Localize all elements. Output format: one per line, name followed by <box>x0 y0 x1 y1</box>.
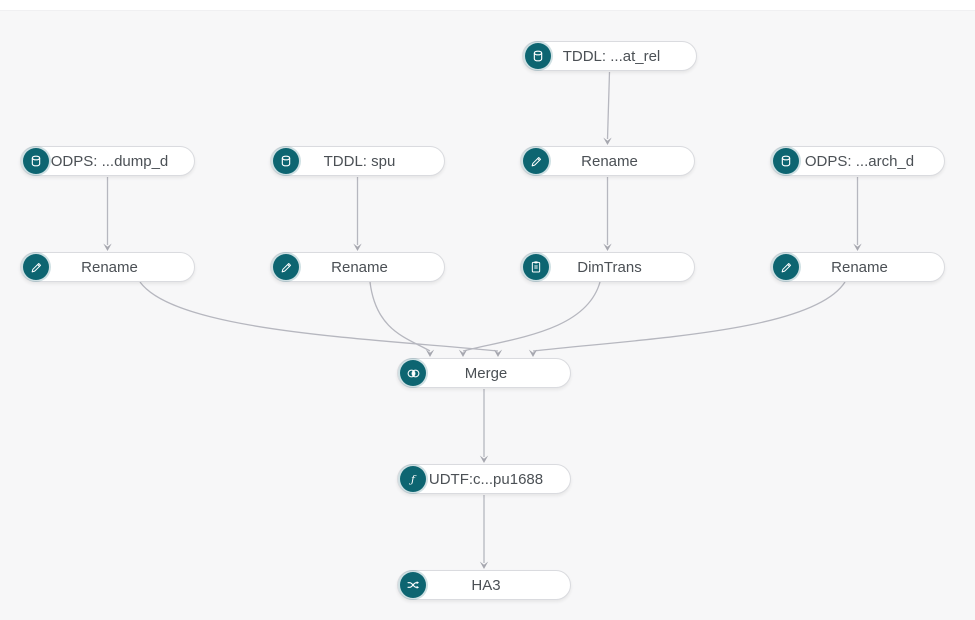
node-udtf[interactable]: ƒ UDTF:c...pu1688 <box>397 464 571 494</box>
shuffle-icon <box>400 572 426 598</box>
node-merge[interactable]: Merge <box>397 358 571 388</box>
node-rename_d[interactable]: Rename <box>770 252 945 282</box>
pencil-icon <box>523 148 549 174</box>
node-label: Merge <box>464 364 508 382</box>
node-src_odps_arch[interactable]: ODPS: ...arch_d <box>770 146 945 176</box>
pencil-icon <box>773 254 799 280</box>
database-icon <box>23 148 49 174</box>
node-src_tddl_spu[interactable]: TDDL: spu <box>270 146 445 176</box>
node-rename_b[interactable]: Rename <box>270 252 445 282</box>
database-icon <box>773 148 799 174</box>
clipboard-icon <box>523 254 549 280</box>
node-rename_mid[interactable]: Rename <box>520 146 695 176</box>
node-label: Rename <box>81 258 138 276</box>
function-icon: ƒ <box>400 466 426 492</box>
node-label: TDDL: spu <box>323 152 396 170</box>
node-label: Rename <box>831 258 888 276</box>
node-label: TDDL: ...at_rel <box>562 47 661 65</box>
merge-icon <box>400 360 426 386</box>
node-dimtrans[interactable]: DimTrans <box>520 252 695 282</box>
database-icon <box>273 148 299 174</box>
pencil-icon <box>273 254 299 280</box>
node-rename_a[interactable]: Rename <box>20 252 195 282</box>
node-src_odps_dump[interactable]: ODPS: ...dump_d <box>20 146 195 176</box>
node-label: HA3 <box>471 576 501 594</box>
svg-text:ƒ: ƒ <box>409 472 417 485</box>
node-label: UDTF:c...pu1688 <box>428 470 544 488</box>
node-label: ODPS: ...arch_d <box>804 152 915 170</box>
node-label: Rename <box>331 258 388 276</box>
node-label: Rename <box>581 152 638 170</box>
pencil-icon <box>23 254 49 280</box>
node-ha3[interactable]: HA3 <box>397 570 571 600</box>
node-label: ODPS: ...dump_d <box>50 152 169 170</box>
node-label: DimTrans <box>577 258 642 276</box>
node-src_tddl_at_rel[interactable]: TDDL: ...at_rel <box>522 41 697 71</box>
top-strip <box>0 0 975 11</box>
database-icon <box>525 43 551 69</box>
